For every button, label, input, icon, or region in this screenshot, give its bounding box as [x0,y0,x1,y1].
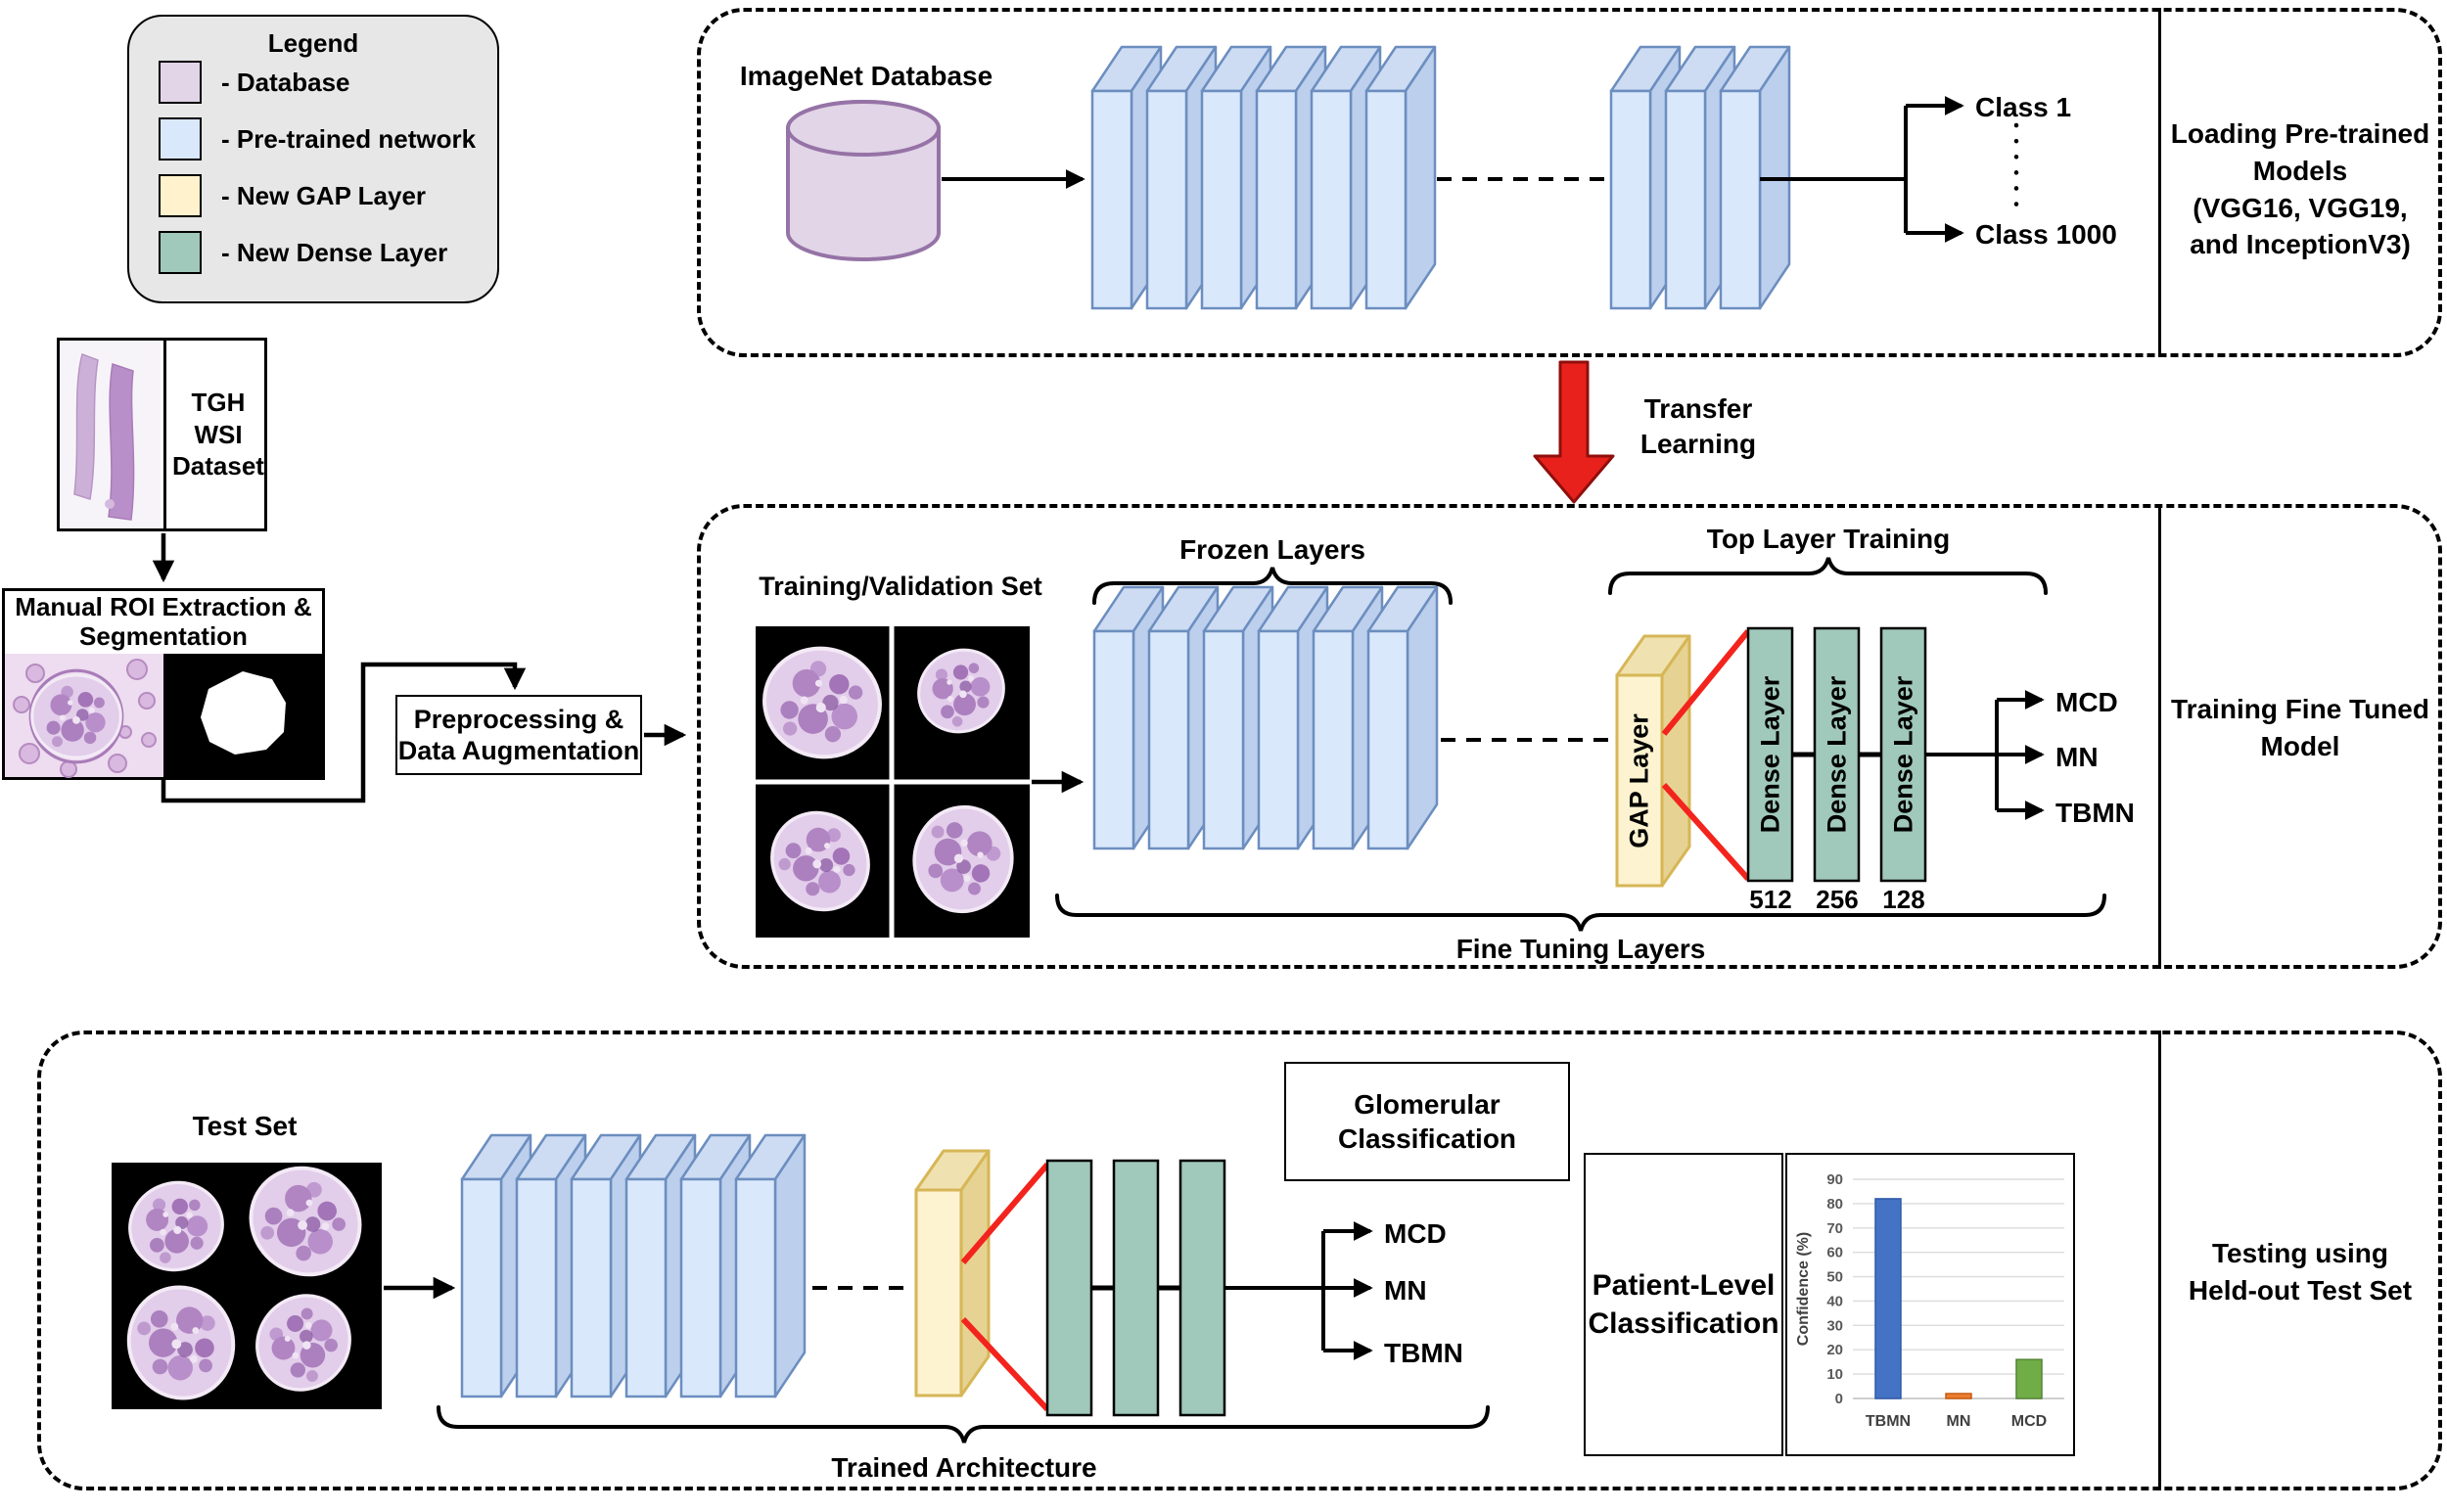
testing-section-box [37,1031,2442,1490]
dense-layer-label-2: Dense Layer [1822,675,1852,834]
y-tick-label: 40 [1826,1293,1843,1309]
pretrained-section-divider [2158,8,2161,357]
legend-item-network: - Pre-trained network [159,117,476,160]
training-validation-set-label: Training/Validation Set [759,572,1042,601]
bar-MCD [2014,1357,2043,1399]
gap-swatch [159,174,202,217]
legend-item-database: - Database [159,61,350,104]
test-output-mn-label: MN [1384,1275,1427,1306]
training-section-divider [2158,504,2161,969]
imagenet-database-label: ImageNet Database [739,61,993,91]
y-tick-label: 80 [1826,1195,1843,1212]
manual-roi-box: Manual ROI Extraction & Segmentation [2,588,325,780]
y-tick-label: 10 [1826,1366,1843,1383]
manual-roi-label: Manual ROI Extraction & Segmentation [15,592,312,651]
dense-size-256: 256 [1816,885,1859,914]
y-tick-label: 20 [1826,1342,1843,1358]
legend-item-label: - Database [221,67,350,97]
frozen-layers-label: Frozen Layers [1179,534,1365,565]
training-validation-image-grid [756,626,1030,938]
tgh-wsi-dataset-label: TGH WSI Dataset [163,341,270,528]
x-category-label: MCD [2010,1413,2046,1430]
y-axis-label: Confidence (%) [1795,1231,1812,1345]
y-tick-label: 0 [1834,1391,1842,1407]
output-mcd-label: MCD [2055,687,2118,717]
dense-size-512: 512 [1749,885,1792,914]
legend-item-label: - New GAP Layer [221,180,427,210]
test-output-mcd-label: MCD [1384,1218,1447,1249]
bar-TBMN [1873,1197,1902,1399]
y-tick-label: 60 [1826,1244,1843,1260]
x-category-label: MN [1946,1413,1970,1430]
patient-level-classification-box: Patient-Level Classification [1584,1153,1783,1456]
legend-panel: Legend - Database - Pre-trained network … [127,15,499,303]
transfer-learning-arrow [1533,360,1615,504]
top-layer-training-label: Top Layer Training [1706,524,1951,554]
output-tbmn-label: TBMN [2055,798,2135,828]
test-output-tbmn-label: TBMN [1384,1338,1463,1368]
legend-item-label: - Pre-trained network [221,123,477,154]
glomerular-classification-box: Glomerular Classification [1284,1062,1570,1181]
database-swatch [159,61,202,104]
y-tick-label: 70 [1826,1219,1843,1236]
x-category-label: TBMN [1865,1413,1910,1430]
bar-MN [1944,1392,1972,1399]
test-set-image [112,1163,382,1409]
trained-architecture-label: Trained Architecture [831,1452,1097,1483]
y-tick-label: 50 [1826,1268,1843,1285]
y-tick-label: 90 [1826,1171,1843,1188]
dense-layer-label-1: Dense Layer [1755,675,1785,834]
fine-tuning-layers-label: Fine Tuning Layers [1455,934,1706,964]
transfer-learning-label: Transfer Learning [1639,393,1757,460]
output-mn-label: MN [2055,742,2099,772]
dense-layer-label-3: Dense Layer [1888,675,1918,834]
legend-title: Legend [267,28,359,58]
test-set-label: Test Set [192,1111,298,1141]
training-section-box [697,504,2442,969]
legend-item-gap: - New GAP Layer [159,174,426,217]
section-label-pretrained: Loading Pre-trained Models (VGG16, VGG19… [2170,118,2430,260]
preprocessing-box: Preprocessing & Data Augmentation [395,695,642,775]
class-1000-label: Class 1000 [1975,219,2117,250]
y-tick-label: 30 [1826,1317,1843,1334]
network-swatch [159,117,202,160]
pretrained-section-box [697,8,2442,357]
dense-size-128: 128 [1882,885,1925,914]
dense-swatch [159,231,202,274]
section-label-testing: Testing using Held-out Test Set [2188,1238,2413,1306]
testing-section-divider [2158,1031,2161,1490]
class-1-label: Class 1 [1975,92,2072,122]
legend-item-dense: - New Dense Layer [159,231,447,274]
legend-item-label: - New Dense Layer [221,237,448,267]
section-label-training: Training Fine Tuned Model [2171,694,2429,761]
tgh-wsi-dataset-box: TGH WSI Dataset [57,338,267,531]
gap-layer-label: GAP Layer [1624,713,1654,848]
